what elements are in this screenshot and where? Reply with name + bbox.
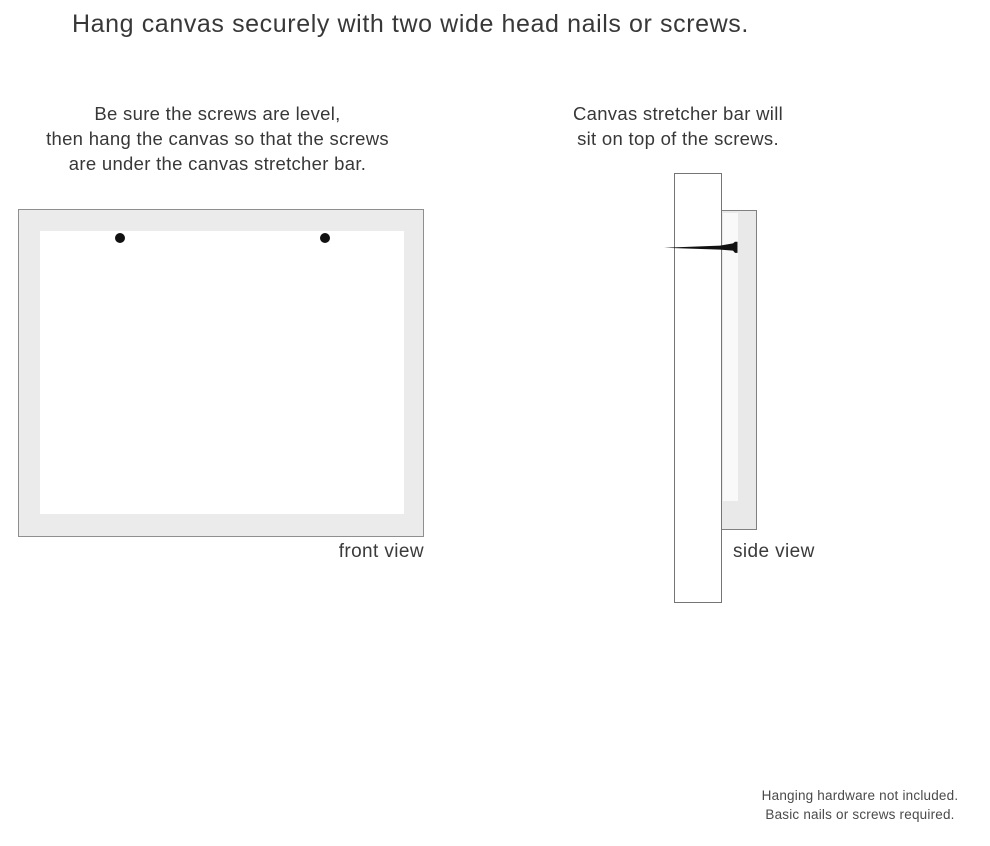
- footnote-line: Basic nails or screws required.: [765, 806, 955, 822]
- front-view-figure: [18, 209, 424, 537]
- side-view-figure: [650, 170, 830, 610]
- side-view-instruction: Canvas stretcher bar will sit on top of …: [540, 101, 816, 151]
- screw-dot-left: [115, 233, 125, 243]
- canvas-side-inner: [723, 213, 738, 501]
- instruction-line: then hang the canvas so that the screws: [46, 128, 389, 149]
- canvas-inner-area: [40, 231, 404, 514]
- instruction-line: Canvas stretcher bar will: [572, 103, 784, 124]
- instruction-line: sit on top of the screws.: [577, 128, 779, 149]
- footnote-line: Hanging hardware not included.: [761, 788, 959, 803]
- wall-bar: [674, 173, 722, 603]
- side-view-caption: side view: [733, 541, 815, 562]
- instruction-line: Be sure the screws are level,: [94, 103, 341, 124]
- nail-icon: [664, 241, 738, 253]
- screw-dot-right: [320, 233, 330, 243]
- front-view-instruction: Be sure the screws are level, then hang …: [30, 101, 405, 176]
- front-view-caption: front view: [338, 541, 424, 562]
- instruction-line: are under the canvas stretcher bar.: [68, 153, 367, 174]
- footnote: Hanging hardware not included. Basic nai…: [728, 787, 990, 824]
- page-title: Hang canvas securely with two wide head …: [72, 10, 749, 38]
- canvas-side-bar: [720, 210, 757, 530]
